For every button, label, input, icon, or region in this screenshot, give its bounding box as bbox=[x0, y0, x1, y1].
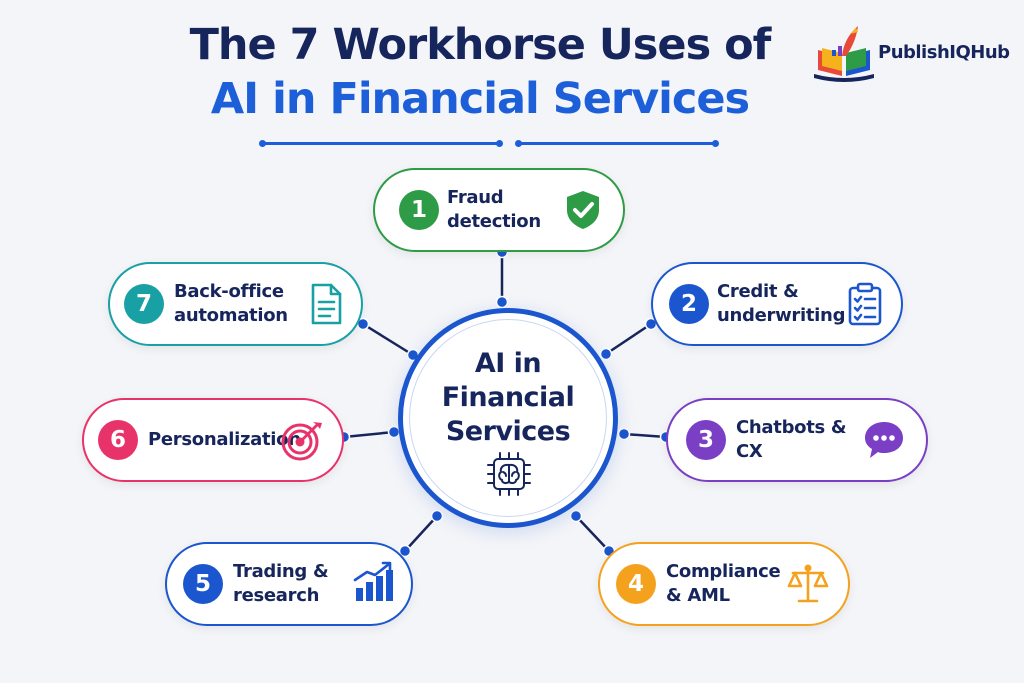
scales-icon bbox=[787, 564, 829, 603]
title-line-1: The 7 Workhorse Uses of bbox=[189, 20, 772, 70]
document-icon bbox=[311, 283, 342, 325]
central-hub: AI in Financial Services bbox=[398, 308, 618, 528]
shield-check-icon bbox=[567, 191, 599, 229]
card-label: Compliance & AML bbox=[666, 561, 781, 606]
card-label: Personalization bbox=[148, 429, 301, 450]
number-badge: 2 bbox=[669, 284, 709, 324]
clipboard-checklist-icon bbox=[848, 282, 882, 326]
target-icon bbox=[281, 422, 322, 461]
card-label: Chatbots & CX bbox=[736, 417, 847, 462]
use-card-personalization: 6 Personalization bbox=[82, 398, 344, 482]
number-badge: 1 bbox=[399, 190, 439, 230]
publishiqhub-logo: PublishIQHub bbox=[812, 20, 1012, 84]
card-label: Back-office automation bbox=[174, 281, 288, 326]
logo-text: PublishIQHub bbox=[878, 42, 1010, 63]
use-card-credit-underwriting: 2 Credit & underwriting bbox=[651, 262, 903, 346]
number-badge: 5 bbox=[183, 564, 223, 604]
card-label: Fraud detection bbox=[447, 187, 541, 232]
use-card-back-office-automation: 7 Back-office automation bbox=[108, 262, 363, 346]
card-label: Trading & research bbox=[233, 561, 329, 606]
card-label: Credit & underwriting bbox=[717, 281, 846, 326]
number-badge: 4 bbox=[616, 564, 656, 604]
brain-chip-icon bbox=[487, 452, 531, 496]
use-card-fraud-detection: 1 Fraud detection bbox=[373, 168, 625, 252]
number-badge: 7 bbox=[124, 284, 164, 324]
use-card-chatbots-cx: 3 Chatbots & CX bbox=[666, 398, 928, 482]
number-badge: 3 bbox=[686, 420, 726, 460]
book-rocket-logo-icon bbox=[814, 26, 874, 82]
bar-chart-growth-icon bbox=[353, 561, 393, 601]
chat-bubble-icon bbox=[865, 422, 903, 458]
title-underline-right bbox=[515, 140, 719, 147]
use-card-trading-research: 5 Trading & research bbox=[165, 542, 413, 626]
number-badge: 6 bbox=[98, 420, 138, 460]
title-line-2: AI in Financial Services bbox=[210, 74, 750, 124]
use-card-compliance-aml: 4 Compliance & AML bbox=[598, 542, 850, 626]
title-underline-left bbox=[259, 140, 503, 147]
hub-title: AI in Financial Services bbox=[441, 348, 575, 447]
